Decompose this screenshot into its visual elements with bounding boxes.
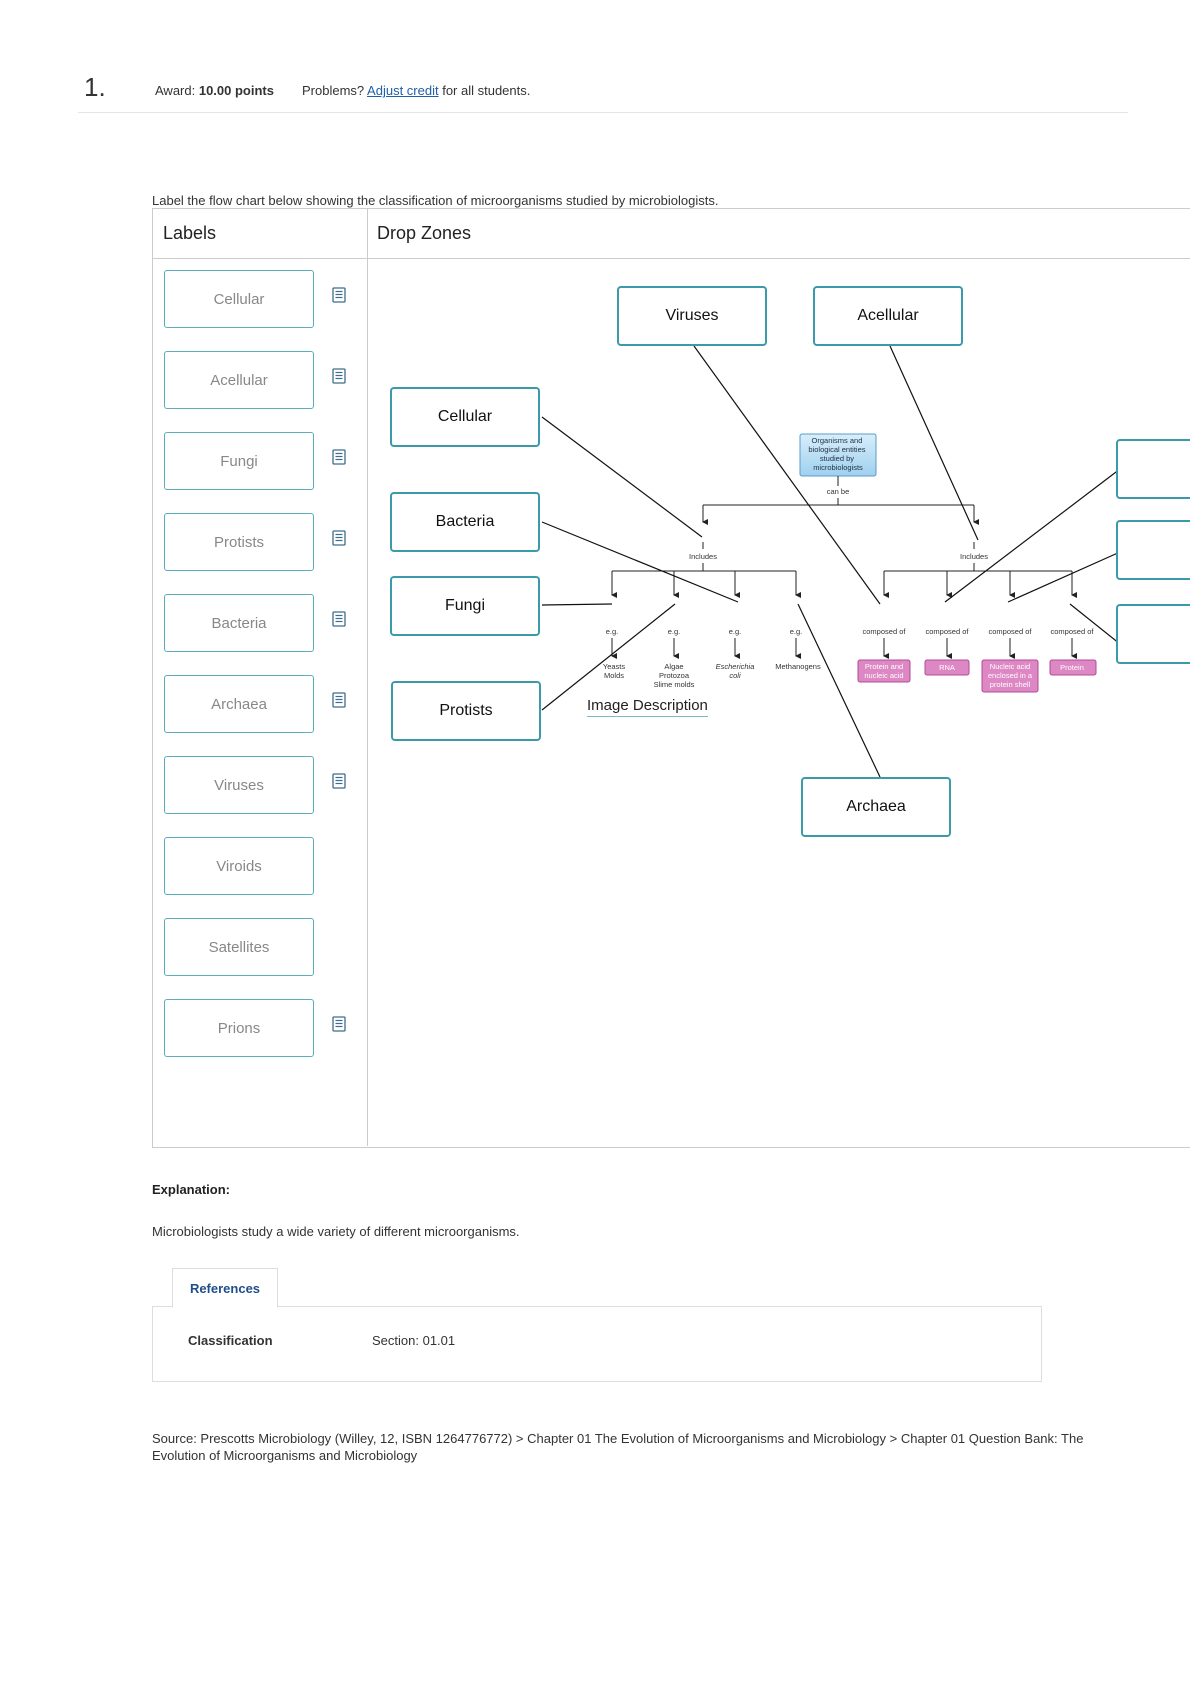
composition-box-prions: [1049, 659, 1097, 676]
problems-text: Problems? Adjust credit for all students…: [302, 83, 530, 98]
composition-viroids: RNA: [939, 663, 955, 672]
composed-of-label: composed of: [926, 627, 970, 636]
labeling-panel: [152, 208, 1190, 1148]
leader-lines: [541, 345, 1121, 778]
notes-icon[interactable]: [332, 449, 346, 465]
drop-zone-archaea[interactable]: Archaea: [801, 777, 951, 837]
drop-zone-empty[interactable]: [1116, 604, 1190, 664]
eg-label: e.g.: [790, 627, 803, 636]
question-number: 1.: [84, 72, 106, 102]
source-citation: Source: Prescotts Microbiology (Willey, …: [152, 1431, 1084, 1463]
composed-of-label: composed of: [863, 627, 907, 636]
composition-prions: Protein: [1060, 663, 1084, 672]
labels-header: Labels: [163, 223, 217, 243]
references-tab[interactable]: References: [172, 1268, 278, 1308]
drop-zone-protists[interactable]: Protists: [391, 681, 541, 741]
can-be-label: can be: [827, 487, 850, 496]
drop-zone-bacteria[interactable]: Bacteria: [390, 492, 540, 552]
notes-icon[interactable]: [332, 1016, 346, 1032]
column-divider: [367, 208, 368, 1146]
composed-of-label: composed of: [989, 627, 1033, 636]
header-divider: [78, 112, 1128, 113]
root-label: Organisms and biological entities studie…: [808, 436, 867, 472]
drop-zones-header: Drop Zones: [377, 223, 472, 243]
drop-zone-viruses[interactable]: Viruses: [617, 286, 767, 346]
label-card[interactable]: Cellular: [164, 270, 314, 328]
notes-icon[interactable]: [332, 368, 346, 384]
explanation-title: Explanation:: [152, 1182, 231, 1197]
label-card[interactable]: Fungi: [164, 432, 314, 490]
reference-key: Classification: [188, 1333, 273, 1348]
notes-icon[interactable]: [332, 530, 346, 546]
includes-right-label: Includes: [960, 552, 988, 561]
question-prompt: Label the flow chart below showing the c…: [152, 193, 719, 208]
notes-icon[interactable]: [332, 611, 346, 627]
label-card[interactable]: Prions: [164, 999, 314, 1057]
drop-zone-fungi[interactable]: Fungi: [390, 576, 540, 636]
explanation-text: Microbiologists study a wide variety of …: [152, 1224, 520, 1239]
label-card[interactable]: Viruses: [164, 756, 314, 814]
eg-label: e.g.: [729, 627, 742, 636]
label-card[interactable]: Acellular: [164, 351, 314, 409]
award-text: Award: 10.00 points: [155, 83, 274, 98]
drop-zone-empty[interactable]: [1116, 520, 1190, 580]
reference-value: Section: 01.01: [372, 1333, 456, 1348]
label-card[interactable]: Satellites: [164, 918, 314, 976]
drop-zone-empty[interactable]: [1116, 439, 1190, 499]
composed-of-label: composed of: [1051, 627, 1095, 636]
composition-box-viroids: [924, 659, 970, 676]
drop-zone-acellular[interactable]: Acellular: [813, 286, 963, 346]
label-card[interactable]: Archaea: [164, 675, 314, 733]
notes-icon[interactable]: [332, 692, 346, 708]
composition-box-satellites: [981, 659, 1039, 693]
drop-zone-cellular[interactable]: Cellular: [390, 387, 540, 447]
label-card[interactable]: Viroids: [164, 837, 314, 895]
example-archaea: Methanogens: [775, 662, 821, 671]
notes-icon[interactable]: [332, 287, 346, 303]
label-card[interactable]: Bacteria: [164, 594, 314, 652]
label-card[interactable]: Protists: [164, 513, 314, 571]
references-box: [152, 1306, 1042, 1382]
adjust-credit-link[interactable]: Adjust credit: [367, 83, 439, 98]
eg-label: e.g.: [668, 627, 681, 636]
award-points: 10.00 points: [198, 83, 274, 98]
notes-icon[interactable]: [332, 773, 346, 789]
problems-suffix: for all students.: [438, 83, 531, 98]
award-prefix: Award:: [155, 83, 199, 98]
includes-left-label: Includes: [689, 552, 717, 561]
composition-box-viruses: [857, 659, 911, 683]
image-description-link[interactable]: Image Description: [587, 697, 708, 717]
panel-header-divider: [152, 258, 1190, 259]
problems-prefix: Problems?: [302, 83, 368, 98]
eg-label: e.g.: [606, 627, 619, 636]
